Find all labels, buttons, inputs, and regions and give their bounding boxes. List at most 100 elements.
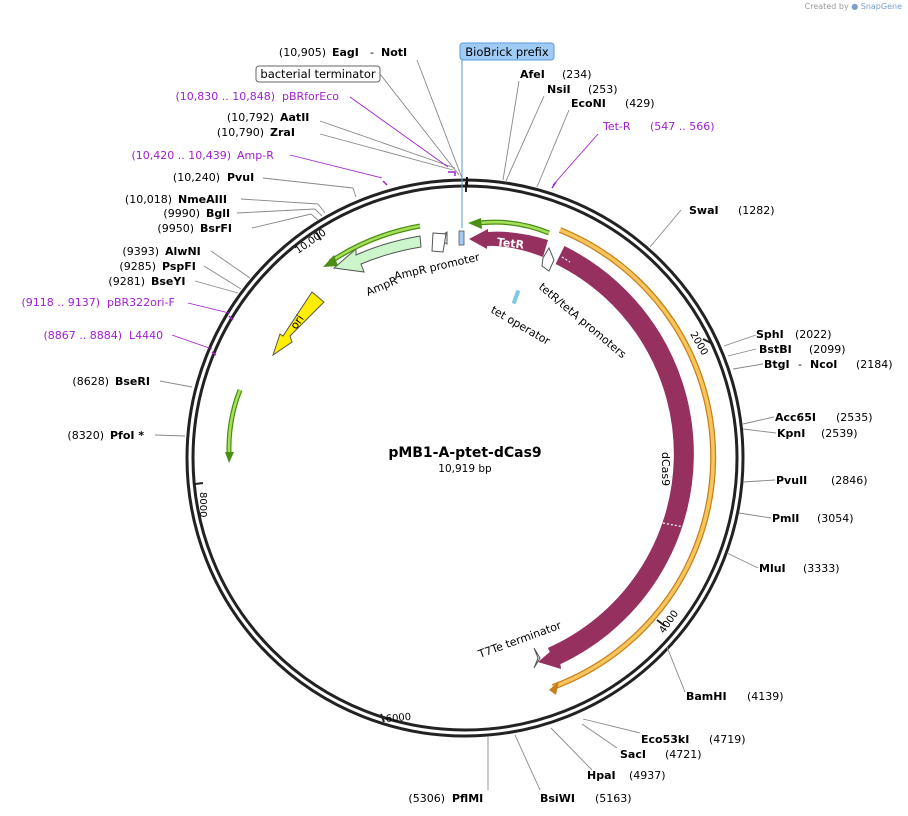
primer-ampr-range: (10,420 .. 10,439) xyxy=(131,149,231,162)
site-bseri-name: BseRI xyxy=(115,375,150,388)
primer-labels: (10,830 .. 10,848) pBRforEco (10,420 .. … xyxy=(21,90,714,342)
site-econi-pos: (429) xyxy=(625,97,655,110)
primer-marks xyxy=(211,171,557,356)
site-btgi-pos: (2184) xyxy=(856,358,893,371)
primer-l4440-range: (8867 .. 8884) xyxy=(43,329,122,342)
tick-label-8000: 8000 xyxy=(197,492,208,517)
site-alwni-pos: (9393) xyxy=(122,245,159,258)
tetr-label: TetR xyxy=(496,235,525,251)
site-pfoi-name: PfoI * xyxy=(110,429,144,442)
tetr-arrow xyxy=(469,229,548,257)
site-bstbi-name: BstBI xyxy=(759,343,792,356)
primer-pbrforeco-name: pBRforEco xyxy=(282,90,339,103)
site-bsiwi-pos: (5163) xyxy=(595,792,632,805)
ampr-promoter-label: AmpR promoter xyxy=(393,250,482,282)
dcas9-start-mark xyxy=(561,256,571,263)
site-eco53ki-pos: (4719) xyxy=(709,733,746,746)
site-kpni-pos: (2539) xyxy=(821,427,858,440)
site-bgli-name: BglI xyxy=(206,207,230,220)
dcas9-split-mark xyxy=(662,522,685,528)
site-eagi-pos: (10,905) xyxy=(279,46,326,59)
tet-operator-box xyxy=(511,289,521,305)
site-aatii-name: AatII xyxy=(280,111,309,124)
site-pmli-pos: (3054) xyxy=(817,512,854,525)
ampr-promoter-arrow xyxy=(431,232,447,253)
backbone-outer xyxy=(185,178,745,738)
site-pfoi-pos: (8320) xyxy=(67,429,104,442)
dcas9-label: dCas9 xyxy=(659,452,672,486)
primer-pbrforeco-range: (10,830 .. 10,848) xyxy=(175,90,275,103)
site-aatii-pos: (10,792) xyxy=(227,111,274,124)
site-bseyi-name: BseYI xyxy=(151,275,185,288)
site-swai-pos: (1282) xyxy=(738,204,775,217)
site-pmli-name: PmlI xyxy=(772,512,799,525)
dcas9-arrowhead xyxy=(538,645,561,669)
site-econi-name: EcoNI xyxy=(571,97,606,110)
site-connectors xyxy=(154,59,777,791)
site-ncoi-name: NcoI xyxy=(810,358,837,371)
site-hpai-pos: (4937) xyxy=(629,769,666,782)
orf-left-arc xyxy=(227,389,242,456)
site-acc65i-pos: (2535) xyxy=(836,411,873,424)
bacterial-terminator-label: bacterial terminator xyxy=(260,67,375,81)
site-bamhi-name: BamHI xyxy=(686,690,727,703)
primer-tetr-range: (547 .. 566) xyxy=(650,120,715,133)
orf-long-arc xyxy=(552,228,715,689)
site-eco53ki-name: Eco53kI xyxy=(641,733,689,746)
site-noti-name: NotI xyxy=(381,46,407,59)
site-nmeaiii-pos: (10,018) xyxy=(125,193,172,206)
site-afei-name: AfeI xyxy=(520,68,545,81)
biobrick-mark xyxy=(458,230,465,246)
watermark: Created by ● SnapGene xyxy=(804,2,902,11)
site-bsrfi-pos: (9950) xyxy=(157,222,194,235)
ampr-arrow xyxy=(332,235,422,273)
site-hpai-name: HpaI xyxy=(587,769,616,782)
orf-ampr-arc xyxy=(329,224,421,264)
orf-top-arc xyxy=(478,220,550,235)
primer-l4440-name: L4440 xyxy=(129,329,163,342)
site-pspfi-name: PspFI xyxy=(162,260,196,273)
site-sphi-pos: (2022) xyxy=(795,328,832,341)
site-sphi-name: SphI xyxy=(756,328,784,341)
site-saci-name: SacI xyxy=(620,748,646,761)
site-pflmi-name: PflMI xyxy=(452,792,483,805)
site-bsiwi-name: BsiWI xyxy=(540,792,575,805)
site-bamhi-pos: (4139) xyxy=(747,690,784,703)
biobrick-prefix-box xyxy=(459,42,555,61)
site-pspfi-pos: (9285) xyxy=(119,260,156,273)
site-nsii-name: NsiI xyxy=(547,83,571,96)
site-pvui-name: PvuI xyxy=(227,171,254,184)
site-bgli-pos: (9990) xyxy=(163,207,200,220)
right-site-labels: AfeI (234) NsiI (253) EcoNI (429) SwaI (… xyxy=(408,68,892,805)
site-eagi-name: EagI xyxy=(332,46,359,59)
site-eagi-dash: - xyxy=(370,46,374,59)
site-mlui-name: MluI xyxy=(759,562,786,575)
site-btgi-dash: - xyxy=(798,358,802,371)
site-swai-name: SwaI xyxy=(689,204,719,217)
site-zrai-name: ZraI xyxy=(270,126,295,139)
watermark-brand: SnapGene xyxy=(860,2,902,11)
plasmid-name: pMB1-A-ptet-dCas9 xyxy=(388,445,541,461)
primer-pbr322ori-name: pBR322ori-F xyxy=(107,296,175,309)
tet-operator-label: tet operator xyxy=(489,303,553,348)
site-bseri-pos: (8628) xyxy=(72,375,109,388)
primer-tetr-name: Tet-R xyxy=(602,120,631,133)
site-mlui-pos: (3333) xyxy=(803,562,840,575)
site-kpni-name: KpnI xyxy=(777,427,805,440)
t7te-terminator-mark xyxy=(533,647,541,669)
primer-pbr322ori-range: (9118 .. 9137) xyxy=(21,296,100,309)
site-afei-pos: (234) xyxy=(562,68,592,81)
site-bsrfi-name: BsrFI xyxy=(200,222,232,235)
site-acc65i-name: Acc65I xyxy=(775,411,816,424)
ori-arrow xyxy=(272,291,325,357)
orf-ampr-arrowhead xyxy=(323,255,338,267)
site-alwni-name: AlwNI xyxy=(165,245,201,258)
orf-left-arrowhead xyxy=(225,452,234,463)
site-pvui-pos: (10,240) xyxy=(173,171,220,184)
site-btgi-name: BtgI xyxy=(764,358,790,371)
site-bstbi-pos: (2099) xyxy=(809,343,846,356)
plasmid-size: 10,919 bp xyxy=(438,463,492,475)
primer-connectors xyxy=(171,96,599,350)
tick-label-6000: 6000 xyxy=(385,712,411,725)
